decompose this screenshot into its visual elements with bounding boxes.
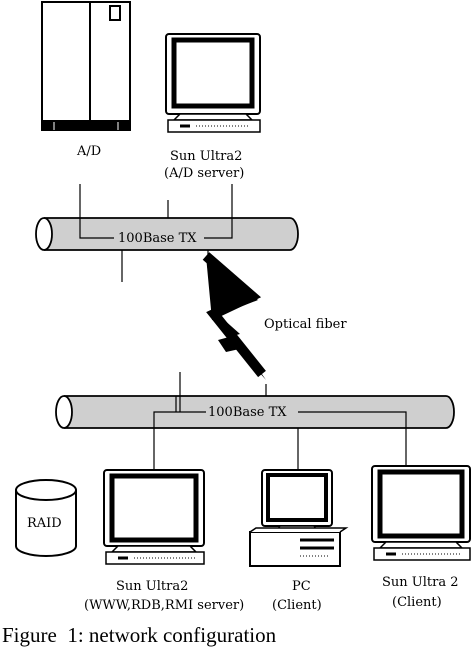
sun-ultra2-client-icon: [371, 465, 471, 561]
sun-ultra2-top-icon: [165, 33, 261, 133]
pc-label: PC: [292, 579, 311, 594]
bottom-ethernet-bus: [55, 395, 455, 429]
sun-ultra2-top-label: Sun Ultra2: [170, 149, 242, 164]
raid-label: RAID: [27, 516, 62, 531]
raid-storage-icon: [15, 479, 77, 557]
ad-tower-icon: [41, 1, 131, 131]
pc-client-icon: [249, 469, 349, 567]
figure-caption: Figure 1: network configuration: [2, 623, 277, 647]
sun-ultra2-server-icon: [103, 469, 205, 565]
pc-client-label: (Client): [272, 598, 322, 613]
ad-server-label: (A/D server): [164, 166, 244, 181]
optical-fiber-label: Optical fiber: [264, 317, 347, 332]
www-server-label: (WWW,RDB,RMI server): [84, 598, 244, 613]
sun-ultra2-right-label: Sun Ultra 2: [382, 575, 459, 590]
right-client-label: (Client): [392, 595, 442, 610]
optical-fiber-bolt-icon: [206, 256, 266, 380]
sun-ultra2-left-label: Sun Ultra2: [116, 579, 188, 594]
bottom-bus-connections: [153, 372, 407, 470]
top-ethernet-bus: [35, 217, 299, 251]
top-bus-label: 100Base TX: [118, 231, 197, 246]
bottom-bus-label: 100Base TX: [208, 405, 287, 420]
ad-label: A/D: [76, 144, 101, 159]
